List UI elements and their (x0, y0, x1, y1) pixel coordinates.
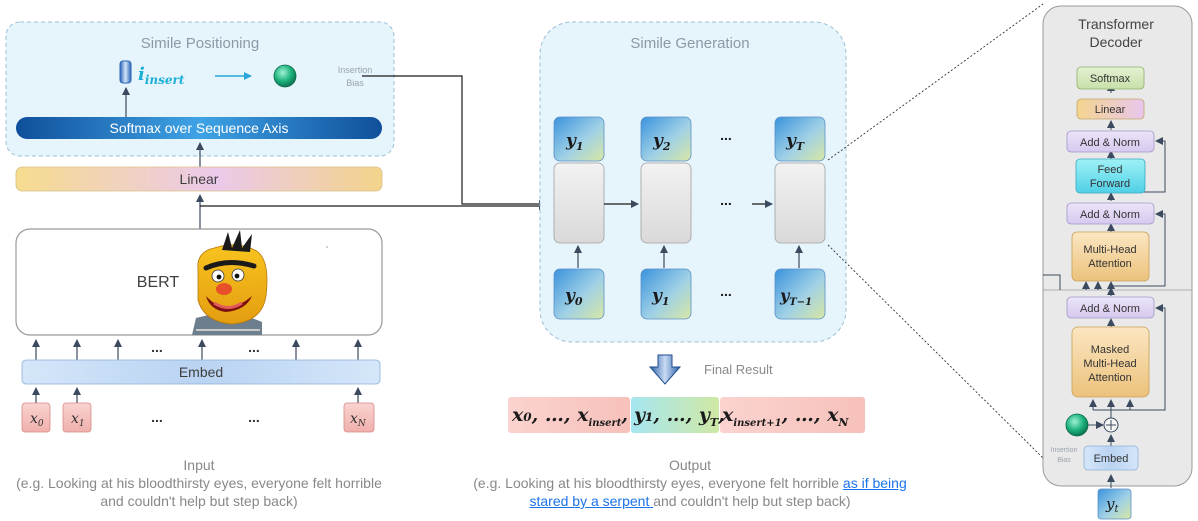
svg-text:y₁, …, yT,: y₁, …, yT, (633, 404, 725, 429)
output-caption: Output (e.g. Looking at his bloodthirsty… (470, 456, 910, 510)
svg-text:yT: yT (785, 131, 805, 153)
softmax-over-sequence-label: Softmax over Sequence Axis (110, 120, 289, 136)
decoder-cell-1 (553, 162, 605, 244)
ellipsis-input-2: ... (248, 409, 260, 425)
final-result-label: Final Result (704, 362, 773, 377)
insert-index-cylinder-icon (119, 60, 132, 84)
simile-positioning-title: Simile Positioning (141, 35, 259, 52)
svg-text:y2: y2 (652, 131, 671, 153)
svg-text:x₀, …, xinsert,: x₀, …, xinsert, (511, 404, 628, 429)
decoder-linear-label: Linear (1095, 104, 1126, 116)
zoom-line-top (827, 3, 1044, 161)
transformer-decoder-title-line2: Decoder (1090, 34, 1143, 50)
output-caption-text-before: (e.g. Looking at his bloodthirsty eyes, … (473, 475, 843, 491)
svg-text:xinsert+1, …, xN: xinsert+1, …, xN (721, 404, 849, 429)
decoder-add-circle-icon (1103, 417, 1119, 433)
decoder-insertion-bias-line2: Bias (1057, 457, 1071, 464)
decoder-input-token-yt: yt (1097, 488, 1132, 520)
zoom-line-bottom (827, 244, 1044, 459)
insertion-bias-label-line1: Insertion (338, 65, 373, 75)
ellipsis-bottom-tokens: ... (720, 283, 732, 299)
svg-text:y1: y1 (651, 286, 670, 308)
input-token-x1: x1 (62, 402, 92, 433)
output-token-yT: yT (774, 116, 826, 162)
decoder-feed-forward-line1: Feed (1097, 164, 1122, 176)
decoder-add-norm-2-label: Add & Norm (1080, 209, 1140, 221)
decoder-insertion-bias-ball-icon (1065, 413, 1089, 437)
svg-text:x0: x0 (30, 411, 44, 429)
ellipsis-bert-2: ... (248, 339, 260, 355)
output-caption-text: (e.g. Looking at his bloodthirsty eyes, … (470, 474, 910, 510)
simile-generation-panel: Simile Generation y1 y2 ... yT ... (539, 21, 847, 343)
decoder-masked-line3: Attention (1088, 372, 1131, 384)
decoder-cell-T (774, 162, 826, 244)
ellipsis-top-tokens: ... (720, 127, 732, 143)
ellipsis-bert-1: ... (151, 339, 163, 355)
decoder-feed-forward-line2: Forward (1090, 178, 1130, 190)
simile-positioning-panel: Simile Positioning iinsert Insertion Bia… (5, 21, 395, 157)
svg-text:xN: xN (350, 411, 367, 429)
svg-text:yT−1: yT−1 (779, 286, 812, 308)
input-caption: Input (e.g. Looking at his bloodthirsty … (0, 456, 398, 510)
input-token-y0: y0 (553, 268, 605, 320)
transformer-decoder-panel: Transformer Decoder S (1042, 5, 1193, 488)
input-token-xN: xN (343, 402, 375, 433)
decoder-masked-line2: Multi-Head (1083, 358, 1136, 370)
decoder-masked-line1: Masked (1091, 344, 1130, 356)
ellipsis-middle-cells: ... (720, 192, 732, 208)
decoder-insertion-bias-line1: Insertion (1051, 447, 1078, 454)
input-caption-title: Input (183, 457, 215, 473)
softmax-over-sequence-bar (16, 117, 382, 139)
bert-label: BERT (137, 274, 180, 291)
insertion-bias-ball-icon (273, 64, 297, 88)
ellipsis-input-1: ... (151, 409, 163, 425)
embed-label: Embed (179, 364, 223, 380)
output-token-y2: y2 (640, 116, 692, 162)
linear-label: Linear (180, 171, 219, 187)
svg-text:y0: y0 (564, 286, 583, 308)
decoder-cell-2 (640, 162, 692, 244)
output-caption-title: Output (668, 457, 712, 473)
input-token-x0: x0 (21, 402, 51, 433)
transformer-decoder-title-line1: Transformer (1078, 16, 1154, 32)
bert-encoder: BERT (15, 228, 383, 336)
insertion-bias-label-line2: Bias (346, 78, 364, 88)
simile-generation-title: Simile Generation (630, 35, 749, 52)
svg-text:y1: y1 (565, 131, 584, 153)
decoder-embed-label: Embed (1094, 453, 1129, 465)
decoder-softmax-label: Softmax (1090, 73, 1131, 85)
input-token-yT-1: yT−1 (774, 268, 826, 320)
decoder-add-norm-1-label: Add & Norm (1080, 137, 1140, 149)
embed-to-bert-arrows (32, 339, 362, 360)
final-result-sequence: x₀, …, xinsert, y₁, …, yT, xinsert+1, …,… (508, 397, 865, 433)
insert-index-label: iinsert (138, 64, 185, 87)
linear-layer: Linear (15, 166, 383, 192)
svg-text:x1: x1 (71, 411, 85, 429)
bert-muppet-icon (192, 230, 268, 335)
decoder-add-norm-3-label: Add & Norm (1080, 303, 1140, 315)
input-caption-text: (e.g. Looking at his bloodthirsty eyes, … (16, 475, 382, 509)
output-token-y1: y1 (553, 116, 605, 162)
embed-layer: Embed (21, 359, 381, 385)
output-caption-text-after: and couldn't help but step back) (653, 493, 851, 509)
decoder-mha-line1: Multi-Head (1083, 244, 1136, 256)
output-caption-highlight-link[interactable]: as if being stared by a serpent (529, 475, 907, 509)
decoder-mha-line2: Attention (1088, 258, 1131, 270)
positioning-to-generation-connector (362, 75, 547, 208)
svg-text:yt: yt (1105, 495, 1119, 515)
final-result-down-arrow-icon (648, 354, 682, 385)
input-token-y1-gen: y1 (640, 268, 692, 320)
